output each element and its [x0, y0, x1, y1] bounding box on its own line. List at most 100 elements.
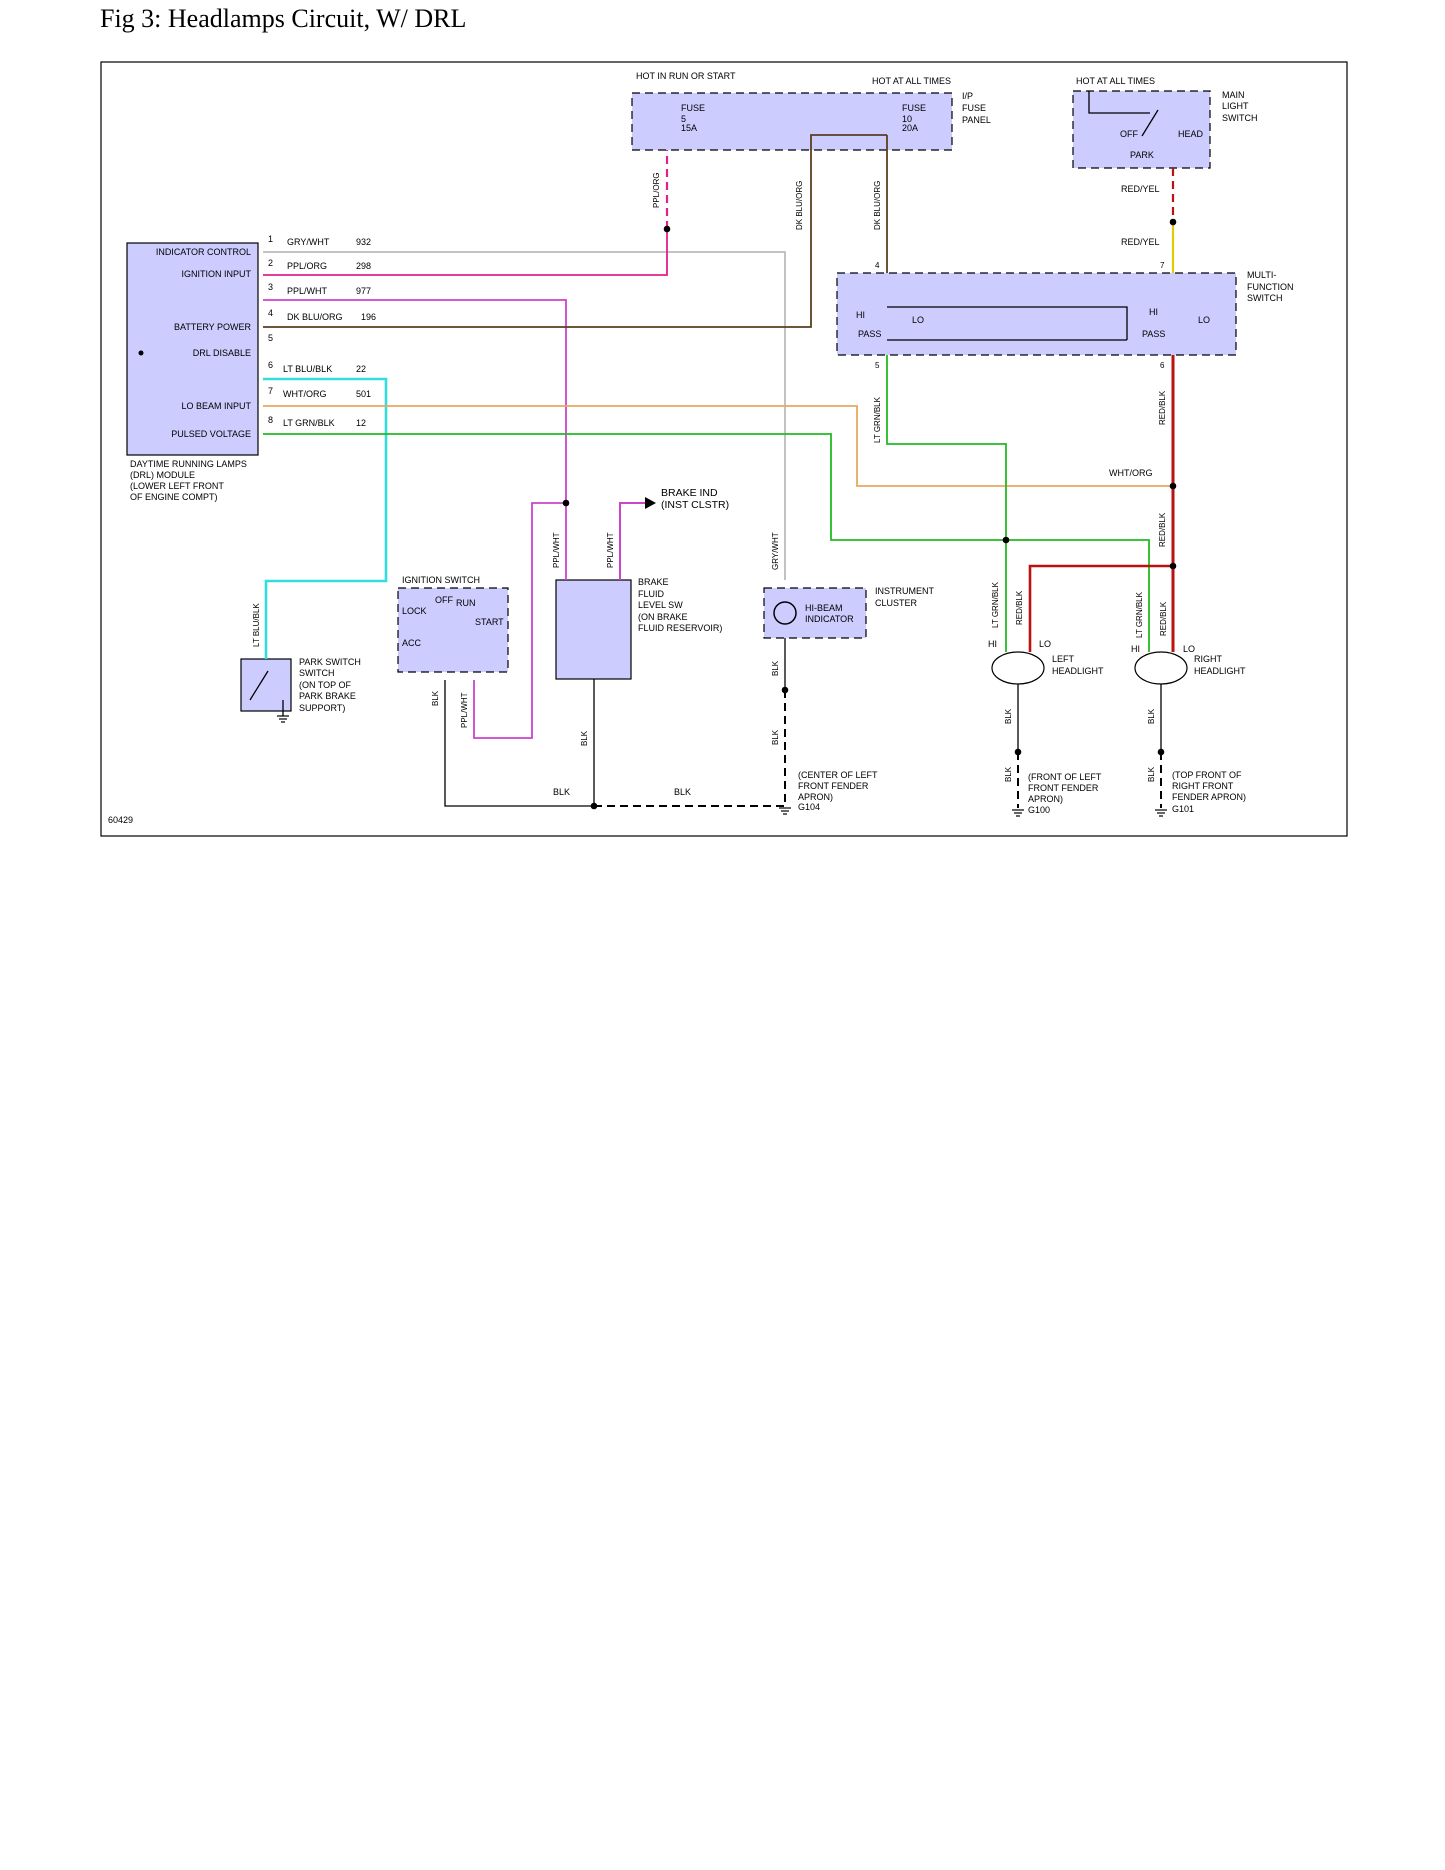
- wire-lt-grn-blk: [263, 433, 1150, 652]
- wire-label-ppl-wht: PPL/WHT: [606, 532, 615, 568]
- right-hi-label: HI: [1131, 644, 1140, 654]
- brake-switch-label: BRAKE: [638, 577, 669, 587]
- splice-blk-right: [1157, 748, 1165, 756]
- g101-label: FENDER APRON): [1172, 792, 1246, 802]
- wire-lt-blu-blk: [263, 377, 388, 659]
- drl-pin-label: IGNITION INPUT: [182, 269, 252, 279]
- wire-label-lt-blu-blk: LT BLU/BLK: [252, 603, 261, 647]
- multi-switch-internal-b: [887, 306, 1128, 340]
- multi-switch-position: PASS: [1142, 329, 1165, 339]
- brake-switch-label: LEVEL SW: [638, 600, 683, 610]
- hi-beam-bulb-icon: [773, 601, 797, 625]
- fuse-a-label: FUSE: [681, 103, 705, 113]
- drl-wire-circuit: 977: [356, 286, 371, 296]
- ignition-switch-box: [397, 587, 509, 673]
- splice-red-blk: [1169, 562, 1177, 570]
- park-switch-label: PARK BRAKE: [299, 691, 356, 701]
- wire-ppl-org: [263, 229, 668, 276]
- fuse-panel-label: PANEL: [962, 115, 991, 125]
- ignition-position: START: [475, 617, 504, 627]
- wire-wht-org: [263, 405, 1173, 487]
- multi-switch-position: HI: [856, 310, 865, 320]
- wire-label-blk: BLK: [1147, 708, 1156, 724]
- wire-label-blk: BLK: [431, 690, 440, 706]
- g101-label: RIGHT FRONT: [1172, 781, 1234, 791]
- park-switch-label: (ON TOP OF: [299, 680, 352, 690]
- wire-label-gry-wht: GRY/WHT: [771, 532, 780, 570]
- wire-label-red-yel: RED/YEL: [1121, 184, 1160, 194]
- main-switch-position: HEAD: [1178, 129, 1204, 139]
- brake-switch-label: FLUID RESERVOIR): [638, 623, 722, 633]
- wire-label-red-blk: RED/BLK: [1158, 390, 1167, 425]
- drl-wire-color: WHT/ORG: [283, 389, 327, 399]
- main-switch-position: OFF: [1120, 129, 1138, 139]
- left-headlight-label: LEFT: [1052, 654, 1075, 664]
- drl-pin-label: LO BEAM INPUT: [181, 401, 251, 411]
- hot-all-times-label: HOT AT ALL TIMES: [872, 76, 951, 86]
- right-headlight-label: RIGHT: [1194, 654, 1223, 664]
- wire-ppl-wht-ign: [473, 502, 566, 739]
- right-headlight-label: HEADLIGHT: [1194, 666, 1246, 676]
- drl-pin-label: INDICATOR CONTROL: [156, 247, 251, 257]
- brake-fluid-switch-box: [555, 579, 632, 680]
- park-switch-label: SUPPORT): [299, 703, 345, 713]
- drl-wire-color: GRY/WHT: [287, 237, 330, 247]
- g104-label: APRON): [798, 792, 833, 802]
- g100-label: FRONT FENDER: [1028, 783, 1099, 793]
- multi-switch-position: HI: [1149, 307, 1158, 317]
- splice-wht-org: [1169, 482, 1177, 490]
- wire-label-wht-org: WHT/ORG: [1109, 468, 1153, 478]
- main-switch-position: PARK: [1130, 150, 1154, 160]
- multi-switch-pin: 4: [875, 261, 880, 270]
- right-lo-label: LO: [1183, 644, 1195, 654]
- drl-pin-label: BATTERY POWER: [174, 322, 252, 332]
- wire-red-blk-left: [1028, 564, 1173, 652]
- g104-label: G104: [798, 802, 820, 812]
- drl-module-caption: (LOWER LEFT FRONT: [130, 481, 224, 491]
- wire-label-blk: BLK: [1004, 766, 1013, 782]
- wire-label-blk: BLK: [553, 787, 570, 797]
- drl-wire-color: PPL/WHT: [287, 286, 328, 296]
- drl-wire-color: DK BLU/ORG: [287, 312, 343, 322]
- multi-switch-label: MULTI-: [1247, 270, 1276, 280]
- drl-module-caption: OF ENGINE COMPT): [130, 492, 218, 502]
- wire-lt-grn-blk-mfs: [886, 355, 1007, 652]
- park-switch-label: SWITCH: [299, 668, 335, 678]
- drl-pin-number: 6: [268, 360, 273, 370]
- wire-label-red-blk: RED/BLK: [1159, 601, 1168, 636]
- ignition-position: LOCK: [402, 606, 427, 616]
- drl-wire-circuit: 12: [356, 418, 366, 428]
- multi-switch-pin: 5: [875, 361, 880, 370]
- wire-ppl-wht-brake-ind: [619, 502, 645, 580]
- drl-pin-label: PULSED VOLTAGE: [171, 429, 251, 439]
- park-switch-label: PARK SWITCH: [299, 657, 361, 667]
- multi-switch-position: LO: [912, 315, 924, 325]
- wire-label-lt-grn-blk: LT GRN/BLK: [873, 396, 882, 443]
- splice-ppl-wht: [562, 499, 570, 507]
- left-headlight-label: HEADLIGHT: [1052, 666, 1104, 676]
- g101-label: G101: [1172, 804, 1194, 814]
- g104-label: FRONT FENDER: [798, 781, 869, 791]
- main-switch-feed: [1088, 91, 1150, 114]
- wire-label-blk: BLK: [580, 730, 589, 746]
- brake-ind-arrow: [645, 497, 656, 509]
- left-headlight-icon: [991, 651, 1045, 685]
- wire-label-blk: BLK: [674, 787, 691, 797]
- drl-wire-color: LT GRN/BLK: [283, 418, 335, 428]
- park-switch-blade: [249, 670, 269, 701]
- ignition-switch-label: IGNITION SWITCH: [402, 575, 480, 585]
- ground-symbol-g101: [1155, 809, 1167, 817]
- main-switch-hot-label: HOT AT ALL TIMES: [1076, 76, 1155, 86]
- drl-module-caption: DAYTIME RUNNING LAMPS: [130, 459, 247, 469]
- wire-label-blk: BLK: [771, 660, 780, 676]
- wire-label-ppl-wht: PPL/WHT: [552, 532, 561, 568]
- cluster-label: INSTRUMENT: [875, 586, 934, 596]
- wire-dk-blu-org: [263, 134, 887, 328]
- fuse-b-number: 10: [902, 114, 912, 124]
- instrument-cluster-box: [763, 587, 867, 639]
- fuse-b-rating: 20A: [902, 123, 918, 133]
- main-switch-label: SWITCH: [1222, 113, 1258, 123]
- hot-in-run-label: HOT IN RUN OR START: [636, 71, 736, 81]
- drl-pin-label: DRL DISABLE: [193, 348, 251, 358]
